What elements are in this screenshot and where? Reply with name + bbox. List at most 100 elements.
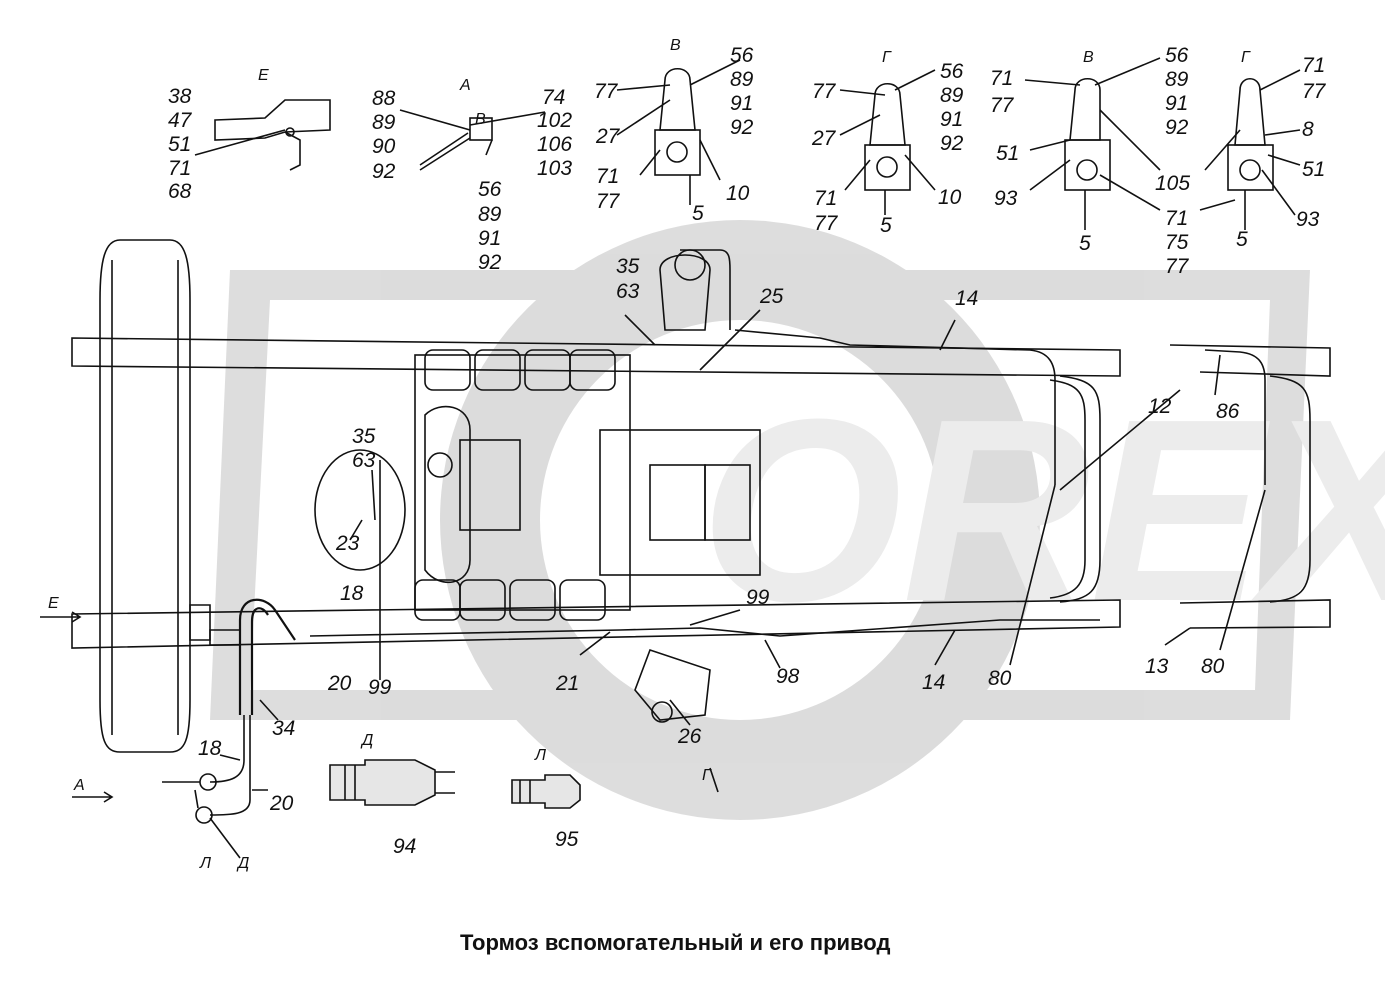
front-wheel <box>99 239 191 753</box>
leader-lines-main <box>209 309 1266 859</box>
g1-right-2: 91 <box>940 108 963 131</box>
main-35b: 35 <box>352 425 376 448</box>
detail-v1 <box>616 59 741 205</box>
detail-a <box>399 109 546 171</box>
v2-other-2: 75 <box>1165 231 1189 254</box>
view-v2-title: В <box>1083 49 1094 66</box>
v1-right-3: 92 <box>730 116 754 139</box>
g2-right-0: 71 <box>1302 54 1325 77</box>
v2-right-2: 91 <box>1165 92 1188 115</box>
detail-g2 <box>1199 69 1301 230</box>
a-left-1: 89 <box>372 111 396 134</box>
exhaust-manifold-top <box>424 349 616 391</box>
a-right-2: 106 <box>537 133 572 156</box>
a-right-1: 102 <box>537 109 572 132</box>
main-99b: 99 <box>746 586 770 609</box>
engine-assembly <box>414 249 761 723</box>
label-71: 71 <box>168 157 191 180</box>
g1-left-0: 77 <box>812 80 837 103</box>
v1-bottom-1: 5 <box>692 202 704 225</box>
fitting-l-95 <box>511 774 581 809</box>
v1-right-0: 56 <box>730 44 754 67</box>
v1-left-0: 77 <box>594 80 619 103</box>
watermark-text: OREX <box>700 366 1385 656</box>
a-left-2: 90 <box>372 135 396 158</box>
main-99a: 99 <box>368 676 392 699</box>
diagram-caption: Тормоз вспомогательный и его привод <box>460 930 890 955</box>
g2-right-4: 93 <box>1296 208 1320 231</box>
main-25: 25 <box>759 285 784 308</box>
main-34: 34 <box>272 717 295 740</box>
g1-right-0: 56 <box>940 60 964 83</box>
v1-bottom-0: 10 <box>726 182 750 205</box>
main-14a: 14 <box>955 287 978 310</box>
v2-other-4: 5 <box>1079 232 1091 255</box>
g1-bottom-1: 5 <box>880 214 892 237</box>
detail-g1 <box>839 69 936 215</box>
g1-left-3: 77 <box>814 212 839 235</box>
g1-bottom-0: 10 <box>938 186 962 209</box>
main-21: 21 <box>555 672 579 695</box>
v1-right-1: 89 <box>730 68 754 91</box>
view-e-title: Е <box>258 67 269 84</box>
main-80a: 80 <box>988 667 1012 690</box>
exhaust-manifold-bottom <box>414 579 606 621</box>
v2-left-1: 77 <box>990 94 1015 117</box>
detail-v2 <box>1024 57 1161 230</box>
v1-left-1: 27 <box>595 125 621 148</box>
valve-l-label: Л <box>199 855 211 872</box>
view-g1-title: Г <box>882 49 892 66</box>
pipe-34 <box>189 598 296 715</box>
v2-other-1: 71 <box>1165 207 1188 230</box>
main-80b: 80 <box>1201 655 1225 678</box>
label-38: 38 <box>168 85 192 108</box>
v2-right-0: 56 <box>1165 44 1189 67</box>
fitting-94-label: 94 <box>393 835 416 858</box>
valve-d-label: Д <box>236 855 249 872</box>
a-right-3: 103 <box>537 157 572 180</box>
main-14b: 14 <box>922 671 945 694</box>
main-18b: 18 <box>198 737 222 760</box>
a-left-0: 88 <box>372 87 396 110</box>
view-g2-title: Г <box>1241 49 1251 66</box>
a-inner-v: В <box>475 111 486 128</box>
g2-right-3: 51 <box>1302 158 1325 181</box>
a-bottom-1: 89 <box>478 203 502 226</box>
v1-right-2: 91 <box>730 92 753 115</box>
label-51: 51 <box>168 133 191 156</box>
v2-other-0: 105 <box>1155 172 1190 195</box>
g1-right-3: 92 <box>940 132 964 155</box>
a-left-3: 92 <box>372 160 396 183</box>
view-a-title: А <box>459 77 471 94</box>
view-v1-title: В <box>670 37 681 54</box>
g2-right-1: 77 <box>1302 80 1327 103</box>
fitting-d-94 <box>329 759 455 806</box>
main-63b: 63 <box>352 449 376 472</box>
label-68: 68 <box>168 180 192 203</box>
fitting-95-label: 95 <box>555 828 579 851</box>
main-35a: 35 <box>616 255 640 278</box>
detail-e <box>194 99 331 171</box>
main-20b: 20 <box>269 792 294 815</box>
main-20a: 20 <box>327 672 352 695</box>
a-right-0: 74 <box>542 86 565 109</box>
arrow-a-label: А <box>73 777 85 794</box>
v2-right-3: 92 <box>1165 116 1189 139</box>
v1-left-2: 71 <box>596 165 619 188</box>
direction-arrows <box>40 611 719 803</box>
main-98: 98 <box>776 665 800 688</box>
v1-left-3: 77 <box>596 190 621 213</box>
main-86: 86 <box>1216 400 1240 423</box>
a-bottom-2: 91 <box>478 227 501 250</box>
v2-other-3: 77 <box>1165 255 1190 278</box>
v2-left-2: 51 <box>996 142 1019 165</box>
view-d-title: Д <box>360 732 373 749</box>
v2-left-0: 71 <box>990 67 1013 90</box>
air-lines <box>309 329 1266 640</box>
main-13: 13 <box>1145 655 1169 678</box>
g2-right-2: 8 <box>1302 118 1314 141</box>
g1-right-1: 89 <box>940 84 964 107</box>
valve-group-left <box>162 715 251 824</box>
main-26: 26 <box>677 725 702 748</box>
